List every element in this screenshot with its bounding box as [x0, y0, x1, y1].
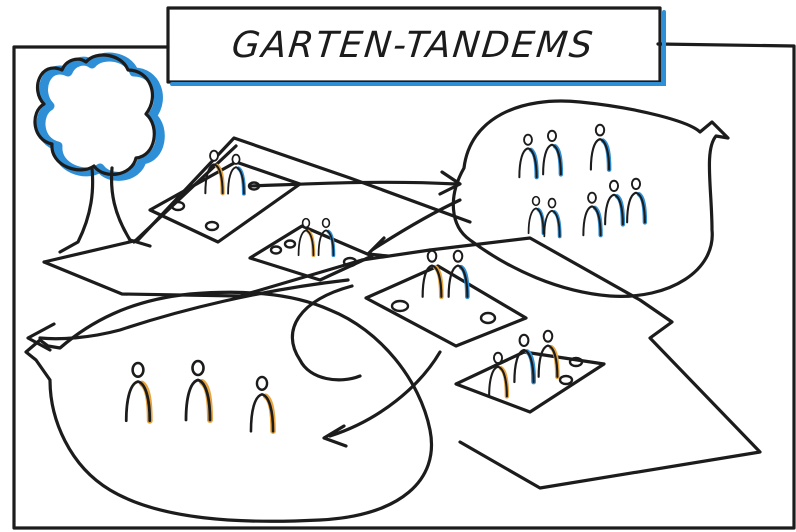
arrow-curve-center: [290, 284, 362, 382]
person-blue-group-4: [527, 195, 546, 236]
person-orange-group-2: [184, 359, 213, 423]
person-plot2-2: [317, 217, 336, 258]
person-blue-group-2: [542, 129, 564, 177]
person-orange-group-3: [249, 375, 276, 434]
person-plot4-3: [537, 329, 560, 380]
person-blue-group-5: [543, 197, 562, 239]
garden-plot-4: [454, 350, 606, 414]
person-plot1-1: [204, 149, 225, 196]
person-blue-group-1: [518, 133, 539, 180]
person-blue-group-6: [582, 191, 603, 238]
person-orange-group-1: [124, 361, 153, 424]
ground-ridge: [132, 144, 432, 298]
person-blue-group-3: [589, 123, 612, 172]
person-plot2-1: [297, 217, 316, 258]
arrow-group-to-plot2: [366, 198, 462, 258]
speech-bubble-right: [451, 99, 730, 298]
title-box: [166, 6, 666, 86]
arrow-plot2-to-left: [26, 278, 350, 352]
people-layer: [124, 123, 648, 434]
person-plot3-1: [421, 249, 444, 300]
arrow-plot1-to-group: [248, 170, 462, 196]
arrow-plot3-to-leftgroup: [322, 350, 442, 448]
person-plot4-1: [488, 351, 510, 399]
speech-bubble-left: [24, 290, 433, 523]
tree-icon: [33, 52, 165, 254]
outer-frame: [12, 42, 796, 530]
ground-plane: [42, 136, 762, 490]
person-blue-group-7: [604, 179, 626, 227]
person-plot3-2: [447, 249, 470, 300]
person-plot4-2: [513, 333, 537, 385]
person-plot1-2: [227, 153, 246, 196]
person-blue-group-8: [626, 177, 648, 225]
garden-plot-3: [364, 264, 528, 348]
